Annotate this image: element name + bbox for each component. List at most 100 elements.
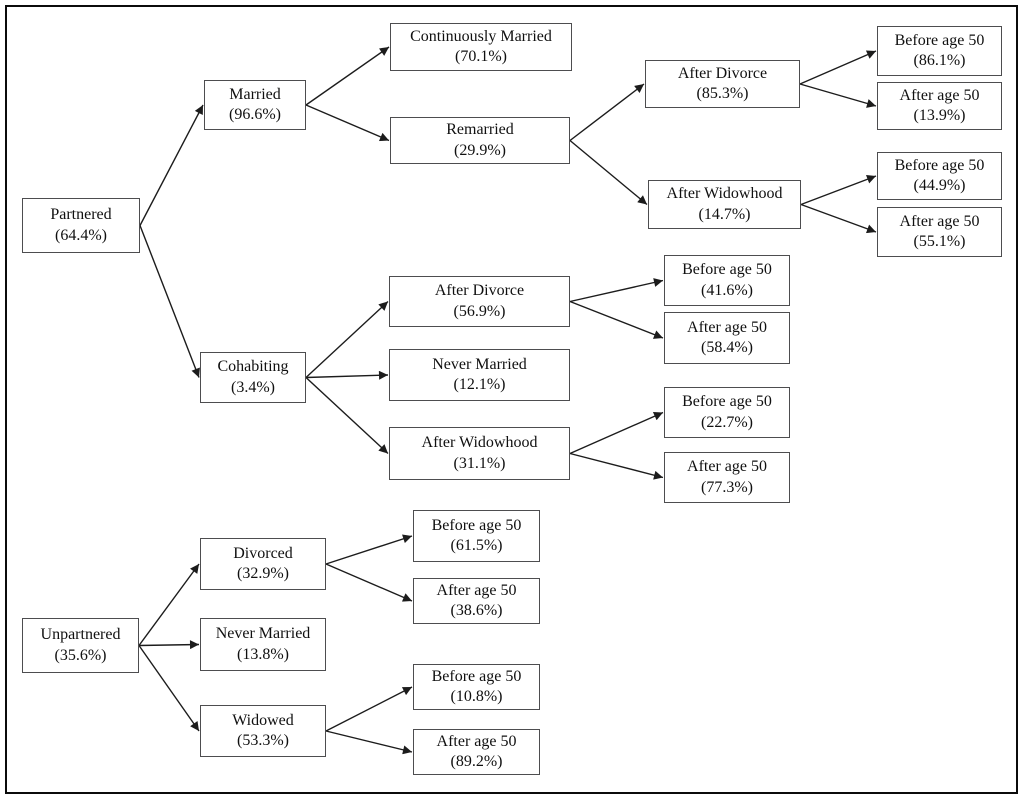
edge-arrow <box>139 225 200 378</box>
node-raw-after50: After age 50 (55.1%) <box>877 207 1002 257</box>
node-wid-before50: Before age 50 (10.8%) <box>413 664 540 710</box>
node-cohabiting: Cohabiting (3.4%) <box>200 352 306 403</box>
node-label: Widowed <box>232 711 294 729</box>
node-value: (70.1%) <box>455 48 507 65</box>
node-value: (3.4%) <box>231 378 275 396</box>
node-value: (44.9%) <box>913 177 966 194</box>
node-label: Continuously Married <box>410 27 552 45</box>
node-div-after50: After age 50 (38.6%) <box>413 578 540 624</box>
node-value: (86.1%) <box>913 52 966 69</box>
node-value: (31.1%) <box>453 454 506 472</box>
node-unpartnered: Unpartnered (35.6%) <box>22 618 139 673</box>
edge-arrow <box>305 104 390 142</box>
edge-arrow <box>325 534 413 565</box>
node-value: (29.9%) <box>454 141 506 159</box>
node-label: Never Married <box>432 355 527 373</box>
edge-arrow <box>569 300 664 339</box>
node-married: Married (96.6%) <box>204 80 306 130</box>
node-value: (10.8%) <box>450 688 503 705</box>
node-label: Cohabiting <box>217 358 289 375</box>
edge-arrow <box>800 174 877 206</box>
node-label: Never Married <box>215 625 311 642</box>
node-value: (56.9%) <box>453 302 506 320</box>
node-div-before50: Before age 50(61.5%) <box>413 510 540 562</box>
node-value: (61.5%) <box>450 537 503 554</box>
node-value: (77.3%) <box>701 478 753 496</box>
edge-arrow <box>305 370 389 380</box>
node-label: Partnered <box>50 206 112 223</box>
node-rad-after50: After age 50 (13.9%) <box>877 82 1002 130</box>
node-coh-never-married: Never Married (12.1%) <box>389 349 570 401</box>
node-value: (96.6%) <box>229 106 281 123</box>
edge-arrow <box>569 83 645 142</box>
edge-arrow <box>305 376 389 455</box>
node-value: (14.7%) <box>698 205 751 223</box>
node-label: Before age 50 <box>682 393 772 410</box>
node-value: (13.9%) <box>913 107 966 124</box>
node-value: (55.1%) <box>913 233 966 250</box>
node-remarried: Remarried (29.9%) <box>390 117 570 164</box>
node-label: After age 50 <box>899 212 980 230</box>
edge-arrow <box>569 139 648 206</box>
node-label: Before age 50 <box>682 261 772 278</box>
node-widowed: Widowed (53.3%) <box>200 705 326 757</box>
node-label: Unpartnered <box>40 626 121 643</box>
edge-arrow <box>305 46 390 106</box>
node-value: (13.8%) <box>237 645 289 663</box>
node-value: (32.9%) <box>237 565 289 582</box>
edge-arrow <box>325 686 413 732</box>
node-rem-after-divorce: After Divorce (85.3%) <box>645 60 800 108</box>
edge-arrow <box>325 730 413 755</box>
node-label: After Divorce <box>677 64 768 82</box>
node-label: After Widowhood <box>666 185 783 202</box>
edge-arrow <box>569 278 664 303</box>
node-caw-after50: After age 50 (77.3%) <box>664 452 790 503</box>
node-label: Before age 50 <box>894 156 985 174</box>
node-value: (64.4%) <box>55 226 107 244</box>
node-label: After age 50 <box>899 86 980 104</box>
node-divorced: Divorced(32.9%) <box>200 538 326 590</box>
node-value: (53.3%) <box>237 732 289 749</box>
node-value: (12.1%) <box>453 376 506 393</box>
node-label: Married <box>229 85 281 103</box>
node-label: After age 50 <box>687 318 767 336</box>
node-label: Before age 50 <box>894 31 985 49</box>
node-value: (41.6%) <box>701 281 753 299</box>
node-rem-after-widowhood: After Widowhood (14.7%) <box>648 180 801 229</box>
node-label: After age 50 <box>436 732 517 750</box>
edge-arrow <box>569 452 664 480</box>
diagram-frame <box>5 5 1018 794</box>
edge-arrow <box>799 50 877 85</box>
node-value: (38.6%) <box>450 602 503 619</box>
node-label: After age 50 <box>436 581 517 599</box>
node-raw-before50: Before age 50 (44.9%) <box>877 152 1002 200</box>
node-cad-after50: After age 50 (58.4%) <box>664 312 790 364</box>
edge-arrow <box>799 83 877 108</box>
edge-arrow <box>139 104 204 226</box>
node-cad-before50: Before age 50 (41.6%) <box>664 255 790 306</box>
node-label: After Divorce <box>434 282 525 299</box>
edge-arrow <box>138 645 200 732</box>
node-cont-married: Continuously Married (70.1%) <box>390 23 572 71</box>
node-coh-after-divorce: After Divorce (56.9%) <box>389 276 570 327</box>
edge-arrow <box>569 411 664 455</box>
edge-arrow <box>138 563 200 646</box>
node-partnered: Partnered (64.4%) <box>22 198 140 253</box>
node-coh-after-widowhood: After Widowhood(31.1%) <box>389 427 570 480</box>
node-label: Remarried <box>446 121 514 138</box>
node-value: (89.2%) <box>450 753 503 770</box>
node-value: (85.3%) <box>696 85 749 102</box>
edge-arrow <box>138 640 200 650</box>
node-value: (58.4%) <box>701 339 753 356</box>
edge-arrow <box>325 563 413 602</box>
node-label: After age 50 <box>687 458 767 475</box>
node-value: (22.7%) <box>701 413 753 431</box>
node-label: Before age 50 <box>431 667 522 685</box>
edge-arrow <box>800 203 877 234</box>
node-caw-before50: Before age 50 (22.7%) <box>664 387 790 438</box>
node-wid-after50: After age 50 (89.2%) <box>413 729 540 775</box>
edge-arrow <box>305 300 389 379</box>
node-unp-never-married: Never Married (13.8%) <box>200 618 326 671</box>
node-value: (35.6%) <box>54 646 107 664</box>
